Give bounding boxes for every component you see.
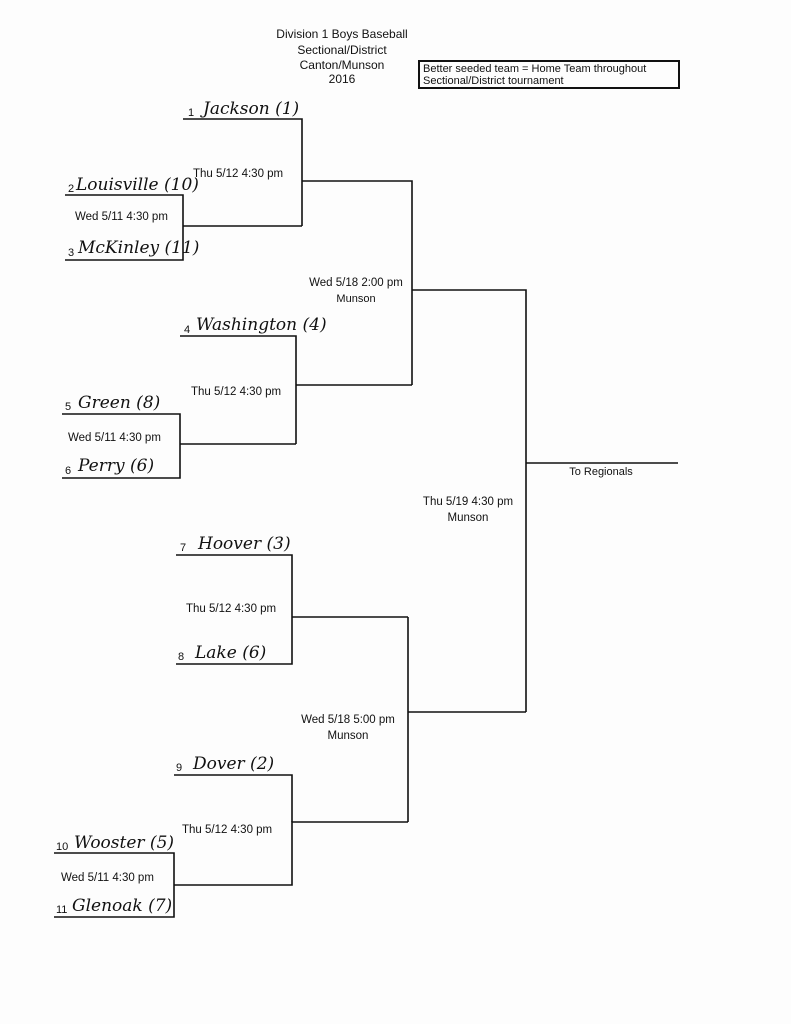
team-slot-11-number: 11 [56,904,67,916]
game-time-wed-2-3: Wed 5/11 4:30 pm [75,211,168,223]
team-slot-2-number: 2 [68,183,74,195]
to-regionals-label: To Regionals [569,466,633,478]
game-time-thu-4: Thu 5/12 4:30 pm [191,386,281,398]
header-location: Canton/Munson [300,58,385,72]
team-slot-9-number: 9 [176,762,182,774]
team-slot-10-name: Wooster (5) [74,833,174,853]
semi-bottom-time: Wed 5/18 5:00 pm [301,714,395,726]
seeding-note-line-2: Sectional/District tournament [423,75,564,87]
game-time-wed-10-11: Wed 5/11 4:30 pm [61,872,154,884]
bracket-line-team-2-3 [65,194,184,261]
semi-top-time: Wed 5/18 2:00 pm [309,277,403,289]
team-slot-10-number: 10 [56,841,68,853]
header-title: Division 1 Boys Baseball [276,27,407,41]
team-slot-6-name: Perry (6) [77,456,154,476]
bracket-line-team-1 [183,118,303,226]
team-slot-1-name: Jackson (1) [200,99,299,119]
final-site: Munson [448,512,489,524]
game-time-wed-5-6: Wed 5/11 4:30 pm [68,432,161,444]
team-slot-6-number: 6 [65,465,71,477]
team-slot-7-name: Hoover (3) [197,534,291,554]
team-slot-9-name: Dover (2) [192,754,274,774]
game-time-thu-1: Thu 5/12 4:30 pm [193,168,283,180]
bracket-line-team-7-8 [176,554,293,665]
team-slot-11-name: Glenoak (7) [72,896,172,916]
header-subtitle: Sectional/District [297,43,387,57]
team-slot-5-name: Green (8) [78,393,160,413]
bracket-line-game-1-winner [302,180,413,385]
team-slot-7-number: 7 [180,542,186,554]
bracket-line-semi-top-winner [412,289,527,712]
team-slot-2-name: Louisville (10) [75,175,199,195]
seeding-note-line-1: Better seeded team = Home Team throughou… [423,63,647,75]
team-slot-8-number: 8 [178,651,184,663]
final-time: Thu 5/19 4:30 pm [423,496,513,508]
game-times: Thu 5/12 4:30 pm Wed 5/11 4:30 pm Thu 5/… [61,168,633,884]
team-slot-3-name: McKinley (11) [77,238,199,258]
team-slot-4-name: Washington (4) [196,315,327,335]
semi-bottom-site: Munson [328,730,369,742]
bracket-lines [54,118,678,918]
team-slot-4-number: 4 [184,324,190,336]
team-slot-8-name: Lake (6) [194,643,266,663]
team-slot-5-number: 5 [65,401,71,413]
team-slots: 1 Jackson (1) 2 Louisville (10) 3 McKinl… [56,99,327,916]
seeding-note-box: Better seeded team = Home Team throughou… [418,60,680,89]
game-time-thu-9: Thu 5/12 4:30 pm [182,824,272,836]
game-time-thu-7-8: Thu 5/12 4:30 pm [186,603,276,615]
bracket-line-game-9-winner [174,821,408,886]
bracket-line-team-4 [180,335,297,444]
team-slot-3-number: 3 [68,247,74,259]
semi-top-site: Munson [336,293,375,305]
header-year: 2016 [329,72,356,86]
team-slot-1-number: 1 [188,107,194,119]
bracket-line-team-5-6 [62,413,181,479]
bracket-line-team-9 [174,774,293,822]
